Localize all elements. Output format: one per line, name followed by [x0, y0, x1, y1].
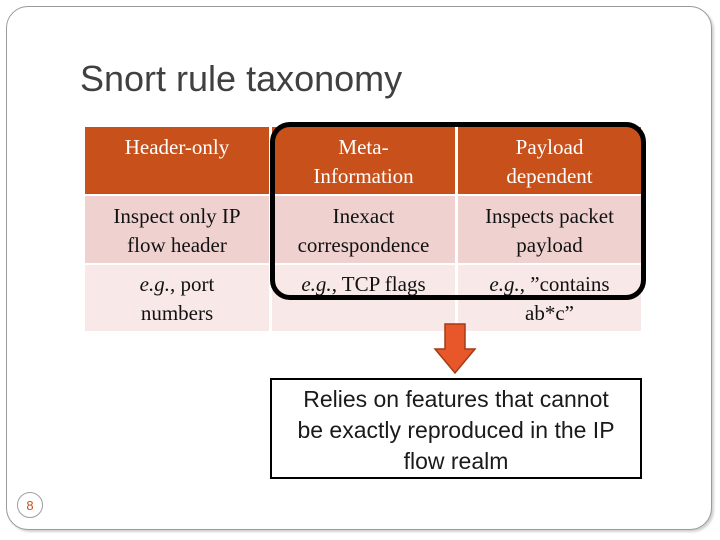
down-arrow-icon	[433, 323, 477, 375]
header-text: dependent	[506, 164, 593, 188]
table-cell: Inspects packet payload	[455, 196, 641, 265]
header-cell-meta-information: Meta- Information	[269, 127, 455, 196]
highlight-box	[270, 122, 646, 300]
example-prefix: e.g.	[139, 272, 170, 296]
callout-line: be exactly reproduced in the IP	[297, 417, 615, 443]
callout-line: flow realm	[403, 448, 509, 474]
table-header-row: Header-only Meta- Information Payload de…	[85, 127, 641, 196]
table-cell: Inspect only IP flow header	[85, 196, 269, 265]
header-text: Meta-	[338, 135, 389, 159]
table-cell: Inexact correspondence	[269, 196, 455, 265]
header-text: Header-only	[124, 135, 230, 159]
table-cell: e.g., port numbers	[85, 265, 269, 331]
header-cell-payload-dependent: Payload dependent	[455, 127, 641, 196]
callout-box: Relies on features that cannot be exactl…	[270, 378, 642, 479]
example-prefix: e.g.	[301, 272, 332, 296]
callout-line: Relies on features that cannot	[303, 386, 609, 412]
header-text: Information	[313, 164, 414, 188]
slide-title: Snort rule taxonomy	[80, 58, 403, 99]
table-row: Inspect only IP flow header Inexact corr…	[85, 196, 641, 265]
taxonomy-table: Header-only Meta- Information Payload de…	[85, 127, 641, 331]
header-text: Payload	[515, 135, 584, 159]
example-prefix: e.g.	[489, 272, 520, 296]
page-number: 8	[17, 492, 43, 518]
header-cell-header-only: Header-only	[85, 127, 269, 196]
